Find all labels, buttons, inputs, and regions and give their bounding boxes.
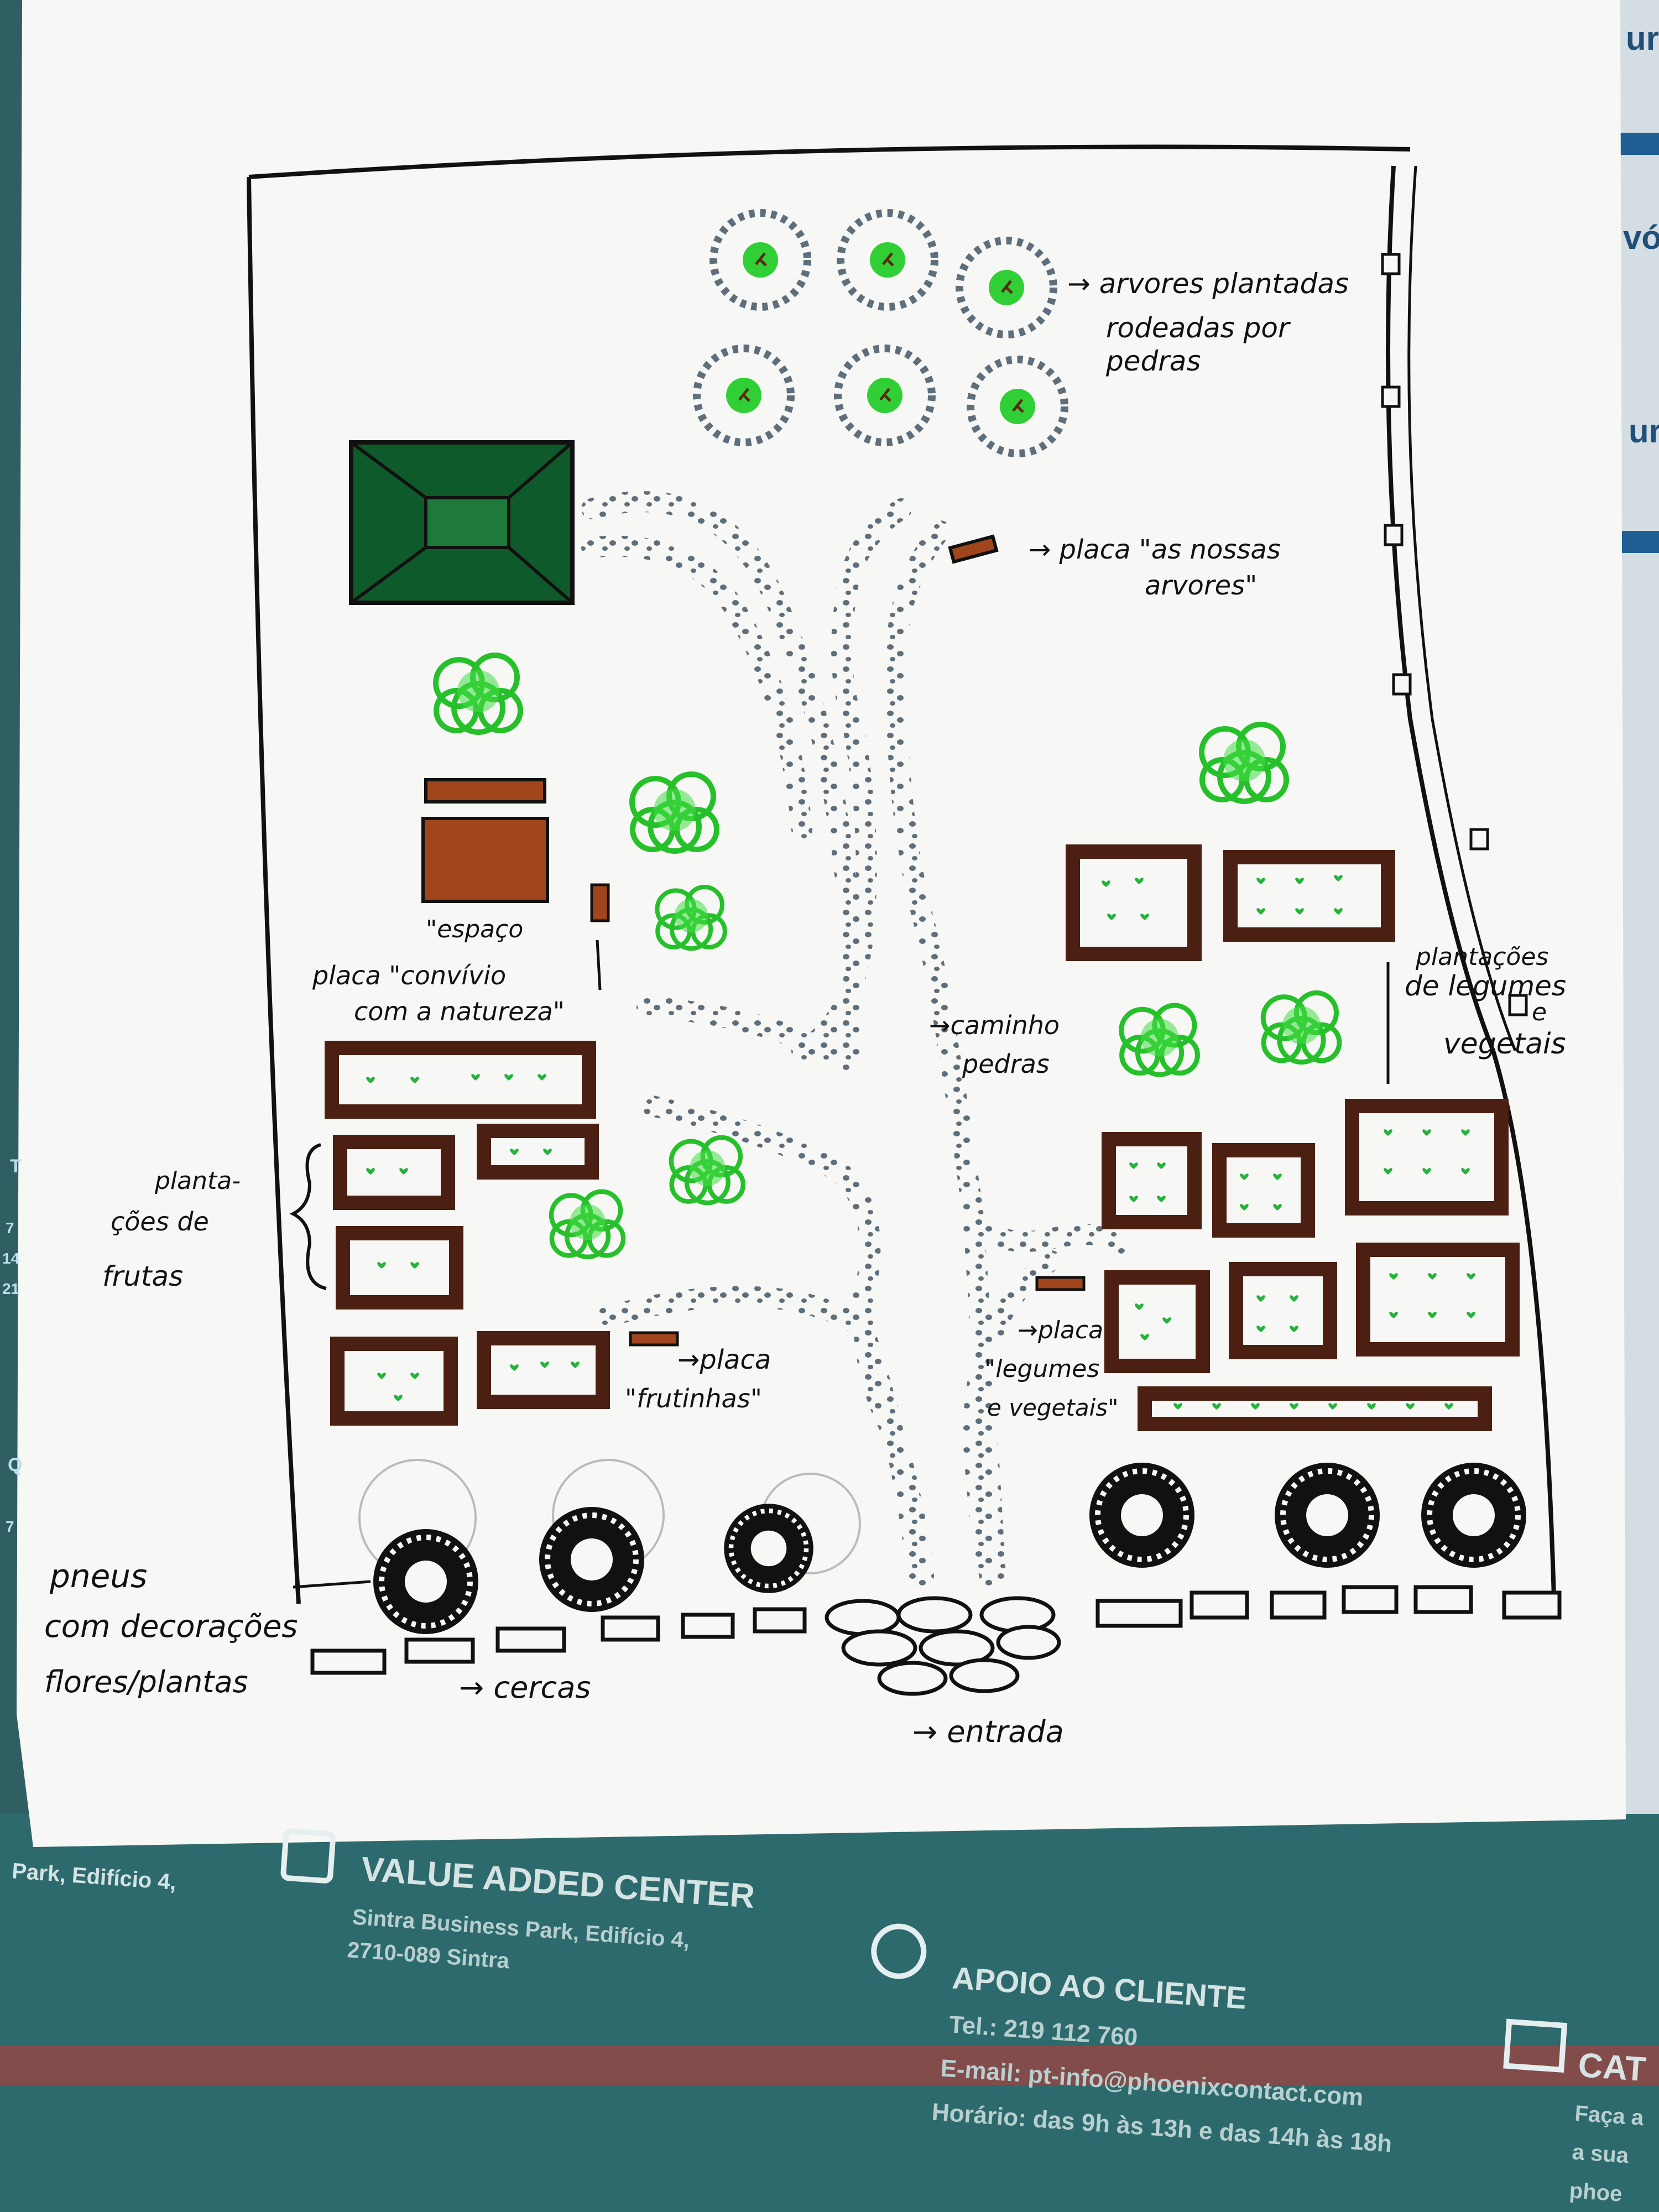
label-placa-frutinhas: "frutinhas" — [625, 1384, 762, 1413]
label-placa-arvores: arvores" — [1145, 570, 1257, 601]
garden-boundary — [248, 144, 1411, 179]
garden-boundary — [247, 176, 301, 1604]
vegetable-beds — [1066, 844, 1520, 1431]
right-edge-text: ur — [1629, 413, 1659, 450]
label-arvores: pedras — [1105, 345, 1201, 377]
left-edge-text: 7 — [6, 1219, 14, 1237]
label-pneus: com decorações — [44, 1609, 298, 1645]
label-placa-frutinhas: →placa — [677, 1344, 771, 1375]
sign-frutinhas — [629, 1331, 679, 1347]
label-placa-legumes: →placa — [1018, 1316, 1103, 1344]
label-pneus: pneus — [49, 1557, 147, 1595]
fruit-beds — [325, 1041, 610, 1426]
label-placa-arvores: → placa "as nossas — [1029, 534, 1281, 565]
label-espaco: com a natureza" — [354, 997, 565, 1026]
entrance-stones — [825, 1596, 1061, 1696]
pointer-line — [293, 1580, 371, 1589]
label-plantacoes-legumes: vegetais — [1443, 1027, 1566, 1061]
sign-legumes — [1035, 1276, 1086, 1291]
label-entrada: → entrada — [912, 1714, 1064, 1749]
garden-boundary — [1407, 165, 1517, 1051]
label-placa-legumes: e vegetais" — [987, 1394, 1118, 1421]
brace — [289, 1143, 327, 1290]
left-edge-text: Q — [8, 1454, 22, 1475]
phoenix-logo-icon — [280, 1828, 336, 1884]
label-caminho: →caminho — [929, 1010, 1060, 1040]
label-espaco: placa "convívio — [312, 961, 506, 990]
label-arvores: rodeadas por — [1106, 312, 1291, 344]
boundary-posts — [1381, 253, 1528, 1016]
label-cercas: → cercas — [459, 1670, 591, 1705]
brochure-stripe — [1620, 531, 1659, 553]
label-plantacoes-frutas: ções de — [111, 1207, 209, 1237]
brochure-red-band — [0, 2046, 1659, 2085]
left-edge-text: T — [10, 1156, 22, 1177]
cart-icon — [1503, 2018, 1568, 2073]
label-plantacoes-frutas: frutas — [102, 1260, 183, 1292]
label-espaco: "espaço — [426, 915, 523, 943]
pointer-line — [596, 940, 602, 990]
label-plantacoes-legumes: e — [1532, 998, 1547, 1026]
right-edge-text: vó — [1623, 219, 1659, 256]
left-edge-text: 7 — [6, 1518, 14, 1535]
cat-line: Faça a — [1574, 2101, 1645, 2131]
garden-boundary — [1386, 165, 1556, 1599]
cat-line: a sua — [1571, 2140, 1630, 2168]
label-plantacoes-legumes: plantações — [1415, 943, 1548, 971]
stone-path — [581, 491, 1128, 1587]
left-edge-text: 21 — [2, 1280, 19, 1297]
label-plantacoes-legumes: de legumes — [1405, 970, 1566, 1002]
label-plantacoes-frutas: planta- — [154, 1167, 241, 1195]
sign-nossas-arvores — [948, 534, 999, 564]
shed — [349, 440, 575, 605]
label-pneus: flores/plantas — [44, 1665, 248, 1699]
brochure-stripe — [1620, 133, 1659, 155]
right-edge-text: ur — [1626, 20, 1659, 57]
convivio-space — [421, 778, 610, 922]
brochure-bottom — [0, 1814, 1659, 2212]
cat-title: CAT — [1577, 2046, 1647, 2089]
label-arvores: → arvores plantadas — [1067, 268, 1349, 300]
handwritten-labels: → arvores plantadas rodeadas por pedras … — [44, 268, 1566, 1749]
left-edge-text: 14 — [2, 1250, 20, 1267]
cat-line: phoe — [1569, 2178, 1623, 2206]
label-caminho: pedras — [962, 1049, 1050, 1079]
fence — [310, 1585, 1562, 1675]
phone-icon — [871, 1923, 927, 1979]
label-placa-legumes: "legumes — [984, 1355, 1099, 1383]
